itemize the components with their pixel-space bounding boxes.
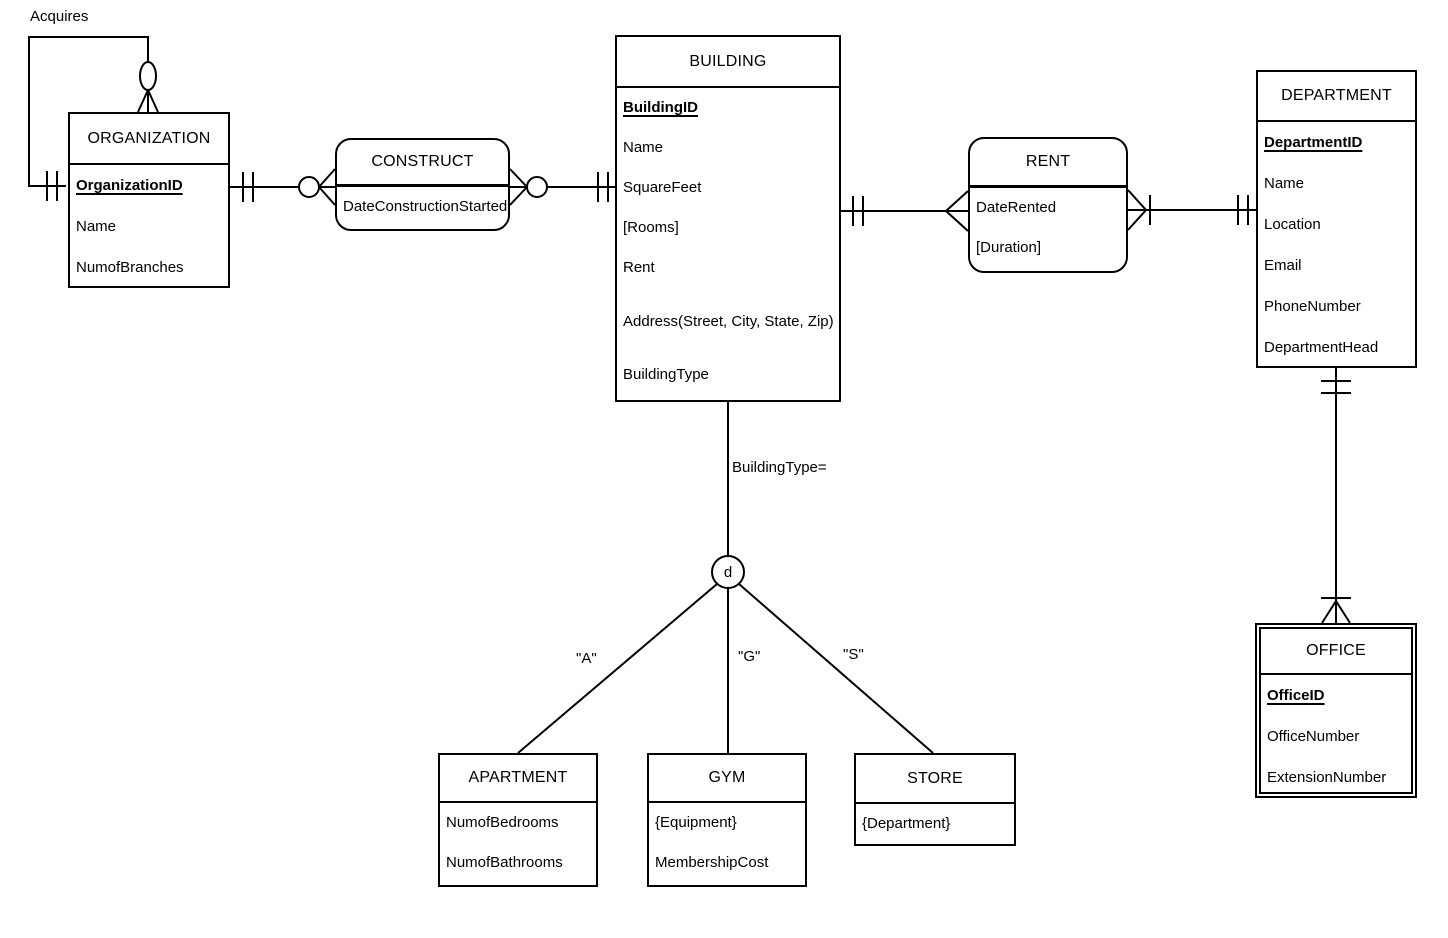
attribute-extensionnumber: ExtensionNumber [1267, 769, 1387, 786]
attribute-department: {Department} [862, 815, 951, 832]
construct-building-connector [509, 168, 615, 206]
subtype-label-store: "S" [843, 646, 864, 663]
entity-store: STORE {Department} [854, 753, 1016, 846]
attribute-buildingtype: BuildingType [623, 366, 709, 383]
entity-department-title: DEPARTMENT [1258, 72, 1415, 122]
acquires-loop-connector [28, 36, 159, 201]
entity-building: BUILDING BuildingID Name SquareFeet [Roo… [615, 35, 841, 402]
attribute-rooms: [Rooms] [623, 219, 679, 236]
entity-organization-attributes: OrganizationID Name NumofBranches [70, 165, 228, 288]
relationship-rent: RENT DateRented [Duration] [968, 137, 1128, 273]
department-office-connector [1321, 368, 1351, 624]
relationship-rent-attributes: DateRented [Duration] [970, 188, 1126, 268]
entity-office-inner-border: OFFICE OfficeID OfficeNumber ExtensionNu… [1259, 627, 1413, 794]
attribute-address: Address(Street, City, State, Zip) [623, 313, 834, 330]
entity-organization-title: ORGANIZATION [70, 114, 228, 165]
attribute-email: Email [1264, 257, 1302, 274]
rent-department-connector [1127, 189, 1256, 231]
entity-building-attributes: BuildingID Name SquareFeet [Rooms] Rent … [617, 88, 839, 395]
entity-apartment: APARTMENT NumofBedrooms NumofBathrooms [438, 753, 598, 887]
disjoint-circle [711, 555, 745, 589]
attribute-organizationid: OrganizationID [76, 177, 183, 194]
disjoint-subtype-connectors [517, 583, 934, 754]
acquires-relationship-label: Acquires [30, 8, 89, 25]
organization-construct-connector [230, 168, 336, 206]
building-type-condition-label: BuildingType= [732, 459, 827, 476]
attribute-departmenthead: DepartmentHead [1264, 339, 1379, 356]
relationship-rent-title: RENT [970, 139, 1126, 188]
subtype-label-apartment: "A" [576, 650, 597, 667]
attribute-membershipcost: MembershipCost [655, 854, 769, 871]
entity-store-attributes: {Department} [856, 804, 1014, 844]
entity-apartment-attributes: NumofBedrooms NumofBathrooms [440, 803, 596, 883]
attribute-departmentid: DepartmentID [1264, 134, 1363, 151]
attribute-squarefeet: SquareFeet [623, 179, 702, 196]
building-rent-connector [841, 190, 969, 232]
attribute-location: Location [1264, 216, 1321, 233]
attribute-officeid: OfficeID [1267, 687, 1325, 704]
subtype-label-gym: "G" [738, 648, 761, 665]
entity-building-title: BUILDING [617, 37, 839, 88]
entity-gym-attributes: {Equipment} MembershipCost [649, 803, 805, 883]
entity-gym-title: GYM [649, 755, 805, 803]
attribute-buildingid: BuildingID [623, 99, 698, 116]
attribute-name: Name [76, 218, 117, 235]
attribute-name: Name [1264, 175, 1305, 192]
relationship-construct-title: CONSTRUCT [337, 140, 508, 187]
attribute-dateconstructionstarted: DateConstructionStarted [343, 198, 508, 215]
entity-department: DEPARTMENT DepartmentID Name Location Em… [1256, 70, 1417, 368]
attribute-phonenumber: PhoneNumber [1264, 298, 1361, 315]
entity-office-title: OFFICE [1261, 629, 1411, 675]
entity-department-attributes: DepartmentID Name Location Email PhoneNu… [1258, 122, 1415, 368]
attribute-numofbathrooms: NumofBathrooms [446, 854, 563, 871]
attribute-numofbedrooms: NumofBedrooms [446, 814, 559, 831]
attribute-duration: [Duration] [976, 239, 1042, 256]
attribute-rent: Rent [623, 259, 655, 276]
attribute-equipment: {Equipment} [655, 814, 737, 831]
relationship-construct-attributes: DateConstructionStarted [337, 187, 508, 227]
entity-apartment-title: APARTMENT [440, 755, 596, 803]
entity-office-attributes: OfficeID OfficeNumber ExtensionNumber [1261, 675, 1411, 798]
attribute-daterented: DateRented [976, 199, 1057, 216]
attribute-officenumber: OfficeNumber [1267, 728, 1360, 745]
entity-organization: ORGANIZATION OrganizationID Name NumofBr… [68, 112, 230, 288]
disjoint-d-label: d [723, 563, 733, 581]
relationship-construct: CONSTRUCT DateConstructionStarted [335, 138, 510, 231]
entity-office: OFFICE OfficeID OfficeNumber ExtensionNu… [1255, 623, 1417, 798]
entity-store-title: STORE [856, 755, 1014, 804]
attribute-numofbranches: NumofBranches [76, 259, 184, 276]
entity-gym: GYM {Equipment} MembershipCost [647, 753, 807, 887]
attribute-name: Name [623, 139, 664, 156]
